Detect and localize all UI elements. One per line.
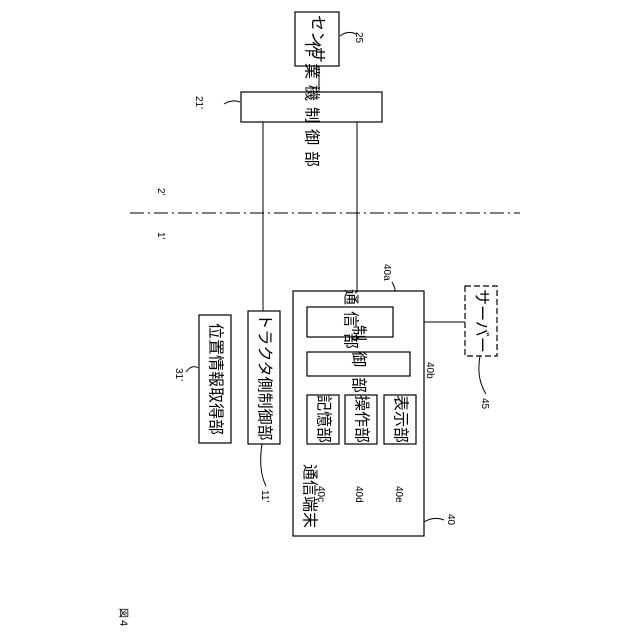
position-info-label: 位置情報取得部	[207, 323, 225, 435]
figure-label: 図４	[117, 608, 129, 628]
implement-control-ref: 21'	[193, 96, 204, 109]
storage-unit-label: 記憶部	[315, 395, 333, 443]
leader-45	[479, 356, 486, 394]
position-info-block: 位置情報取得部	[199, 315, 231, 443]
server-label: サーバー	[473, 289, 490, 353]
tractor-control-ref: 11'	[259, 490, 270, 502]
operation-unit-label: 操作部	[353, 395, 371, 443]
implement-control-label: 作業機制御部	[303, 41, 321, 173]
server-block: サーバー	[465, 286, 497, 356]
leader-31	[186, 367, 198, 372]
control-unit-label: 制御部	[350, 325, 368, 403]
region-label-right: 2'	[155, 188, 166, 196]
leader-21	[224, 101, 240, 104]
display-unit-block: 表示部	[384, 395, 416, 444]
sensor-ref: 25	[353, 32, 364, 44]
leader-40	[424, 518, 444, 522]
leader-11	[261, 444, 266, 486]
storage-unit-block: 記憶部	[307, 395, 339, 444]
comm-unit-ref: 40a	[381, 264, 392, 281]
display-unit-label: 表示部	[392, 395, 410, 443]
display-unit-ref: 40e	[393, 486, 404, 503]
tractor-control-block: トラクタ側制御部	[248, 311, 280, 444]
operation-unit-ref: 40d	[353, 486, 364, 503]
server-ref: 45	[479, 398, 490, 410]
terminal-ref: 40	[445, 514, 456, 526]
storage-unit-ref: 40c	[315, 486, 326, 502]
position-info-ref: 31'	[173, 368, 184, 381]
implement-control-block: 作業機制御部	[241, 41, 382, 173]
operation-unit-block: 操作部	[345, 395, 377, 444]
tractor-control-label: トラクタ側制御部	[256, 313, 274, 440]
control-unit-ref: 40b	[424, 362, 435, 379]
region-label-left: 1'	[155, 232, 166, 240]
